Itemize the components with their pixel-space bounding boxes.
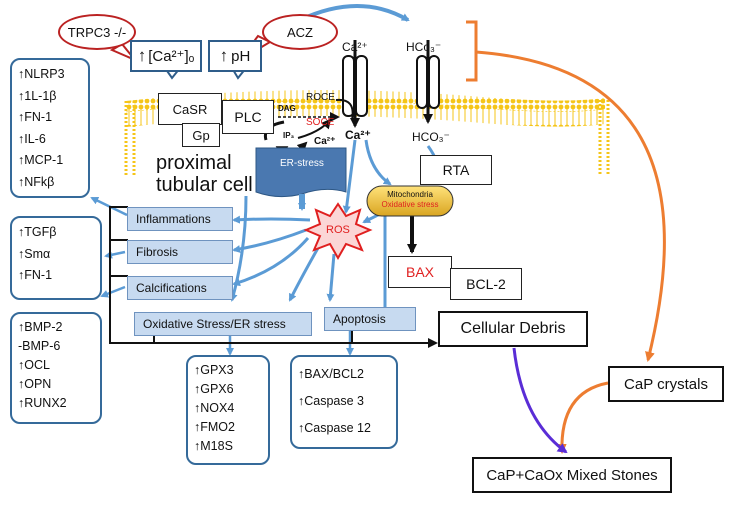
hco3-extracellular-label: HCo₃⁻	[406, 40, 442, 54]
roce-label: ROCE	[306, 92, 335, 103]
marker-item: ↑BAX/BCL2	[298, 367, 365, 381]
calcifications-label: Calcifications	[136, 281, 207, 295]
inflammation-markers: ↑NLRP3 ↑1L-1β ↑FN-1 ↑IL-6 ↑MCP-1 ↑NFkβ	[10, 58, 90, 198]
acz-bubble: ACZ	[262, 14, 338, 50]
marker-item: ↑TGFβ	[18, 225, 57, 239]
ph-label: pH	[231, 47, 251, 65]
dag-label: DAG	[278, 104, 296, 113]
oxidative-stress-label: Oxidative Stress/ER stress	[143, 317, 286, 331]
fibrosis-box: Fibrosis	[127, 240, 233, 264]
ca-up-arrow-icon: ↑	[137, 46, 147, 65]
mixed-stones-label: CaP+CaOx Mixed Stones	[486, 466, 658, 484]
inflammations-box: Inflammations	[127, 207, 233, 231]
mitochondria-shape	[366, 185, 454, 217]
marker-item: ↑M18S	[194, 439, 233, 453]
mito-line2: Oxidative stress	[381, 200, 439, 209]
marker-item: ↑NFkβ	[18, 174, 55, 189]
marker-item: ↑Caspase 12	[298, 421, 371, 435]
extracellular-calcium-box: ↑ [Ca²⁺]ₒ	[130, 40, 202, 72]
calcification-markers: ↑BMP-2 -BMP-6 ↑OCL ↑OPN ↑RUNX2	[10, 312, 102, 424]
marker-item: ↑RUNX2	[18, 396, 67, 410]
fibrosis-markers: ↑TGFβ ↑Smα ↑FN-1	[10, 216, 102, 300]
marker-item: ↑Smα	[18, 246, 51, 261]
soce-label: SOCE	[306, 117, 335, 128]
fibrosis-label: Fibrosis	[136, 245, 179, 259]
marker-item: ↑BMP-2	[18, 320, 63, 334]
cap-crystals-box: CaP crystals	[608, 366, 724, 402]
er-stress-shape	[255, 147, 347, 198]
mixed-stones-box: CaP+CaOx Mixed Stones	[472, 457, 672, 493]
ros-label: ROS	[326, 224, 350, 236]
bax-box: BAX	[388, 256, 452, 288]
hco3-intracellular-label: HCO₃⁻	[412, 130, 450, 144]
bax-label: BAX	[405, 264, 434, 280]
cell-label-line1: proximal	[156, 152, 232, 174]
trpc3-bubble: TRPC3 -/-	[58, 14, 136, 50]
ph-up-arrow-icon: ↑	[219, 46, 229, 65]
ip3-label: IP₃	[283, 131, 295, 140]
trpc3-label: TRPC3 -/-	[67, 24, 127, 40]
oxidative-stress-box: Oxidative Stress/ER stress	[134, 312, 312, 336]
cell-label-line2: tubular cell	[156, 174, 253, 196]
marker-item: ↑FN-1	[18, 268, 53, 282]
mitochondria-label: Mitochondria Oxidative stress	[367, 190, 453, 210]
marker-item: ↑FMO2	[194, 420, 235, 434]
marker-item: ↑IL-6	[18, 131, 46, 146]
marker-item: ↑1L-1β	[18, 88, 57, 103]
marker-item: ↑GPX3	[194, 363, 234, 377]
rta-box: RTA	[420, 155, 492, 185]
marker-item: -BMP-6	[18, 339, 61, 353]
gp-label: Gp	[192, 127, 210, 143]
cell-label: proximal tubular cell	[156, 152, 253, 196]
marker-item: ↑MCP-1	[18, 153, 64, 167]
ca-out-label: [Ca²⁺]ₒ	[148, 48, 195, 65]
ph-box: ↑ pH	[208, 40, 262, 72]
inflammations-label: Inflammations	[136, 212, 211, 226]
cap-crystals-label: CaP crystals	[624, 375, 708, 393]
cellular-debris-box: Cellular Debris	[438, 311, 588, 347]
er-stress-label: ER-stress	[280, 158, 324, 169]
marker-item: ↑Caspase 3	[298, 394, 365, 408]
bcl2-box: BCL-2	[450, 268, 522, 300]
apoptosis-markers: ↑BAX/BCL2 ↑Caspase 3 ↑Caspase 12	[290, 355, 398, 449]
ca-intracellular-label: Ca²⁺	[345, 128, 371, 142]
marker-item: ↑NLRP3	[18, 67, 65, 81]
gp-box: Gp	[182, 123, 220, 147]
plc-box: PLC	[222, 100, 274, 134]
casr-label: CaSR	[172, 101, 208, 117]
marker-item: ↑OCL	[18, 358, 50, 372]
marker-item: ↑NOX4	[194, 401, 235, 415]
bicarbonate-channel	[416, 40, 440, 124]
mito-line1: Mitochondria	[387, 190, 433, 199]
ros-star	[303, 202, 373, 261]
acz-label: ACZ	[287, 24, 313, 40]
rta-label: RTA	[442, 162, 470, 178]
marker-item: ↑GPX6	[194, 382, 234, 396]
calcifications-box: Calcifications	[127, 276, 233, 300]
apoptosis-box: Apoptosis	[324, 307, 416, 331]
ca-extracellular-label: Ca²⁺	[342, 40, 368, 54]
ca-er-label: Ca²⁺	[314, 136, 336, 147]
bcl2-label: BCL-2	[466, 276, 506, 292]
apoptosis-label: Apoptosis	[333, 312, 386, 326]
oxidative-stress-markers: ↑GPX3 ↑GPX6 ↑NOX4 ↑FMO2 ↑M18S	[186, 355, 270, 465]
cellular-debris-label: Cellular Debris	[460, 320, 566, 337]
marker-item: ↑FN-1	[18, 110, 53, 124]
plc-label: PLC	[234, 109, 262, 125]
marker-item: ↑OPN	[18, 377, 52, 391]
casr-box: CaSR	[158, 93, 222, 125]
